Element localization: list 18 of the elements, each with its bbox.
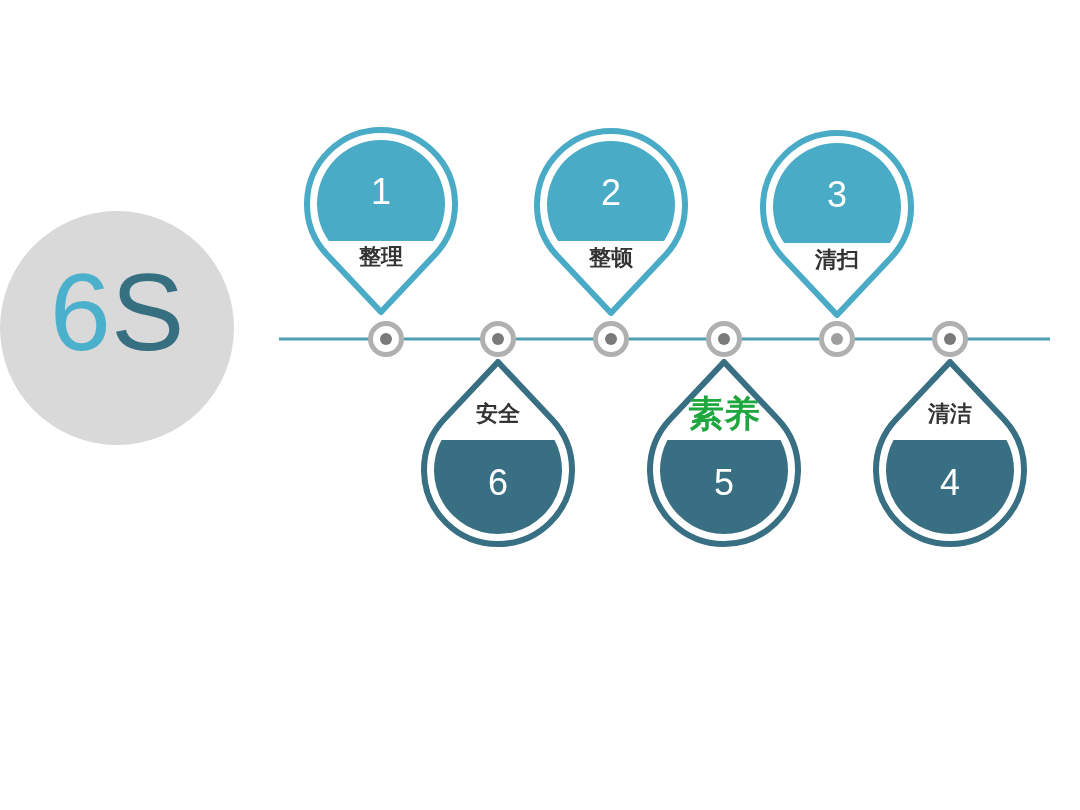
step-number: 4 bbox=[940, 465, 960, 501]
teardrop-pin bbox=[760, 130, 914, 318]
step-label: 清洁 bbox=[928, 403, 972, 425]
step-number: 1 bbox=[371, 174, 391, 210]
step-label: 安全 bbox=[476, 403, 520, 425]
step-number: 3 bbox=[827, 177, 847, 213]
step-number: 2 bbox=[601, 175, 621, 211]
teardrop-pin bbox=[421, 359, 575, 547]
step-label: 清扫 bbox=[815, 249, 859, 271]
step-number: 5 bbox=[714, 465, 734, 501]
step-label: 整理 bbox=[359, 246, 403, 268]
step-number: 6 bbox=[488, 465, 508, 501]
teardrop-pin bbox=[647, 359, 801, 547]
teardrop-pin bbox=[304, 127, 458, 315]
teardrop-pin bbox=[534, 128, 688, 316]
teardrop-pin bbox=[873, 359, 1027, 547]
step-label: 素养 bbox=[688, 396, 760, 432]
step-label: 整顿 bbox=[589, 247, 633, 269]
